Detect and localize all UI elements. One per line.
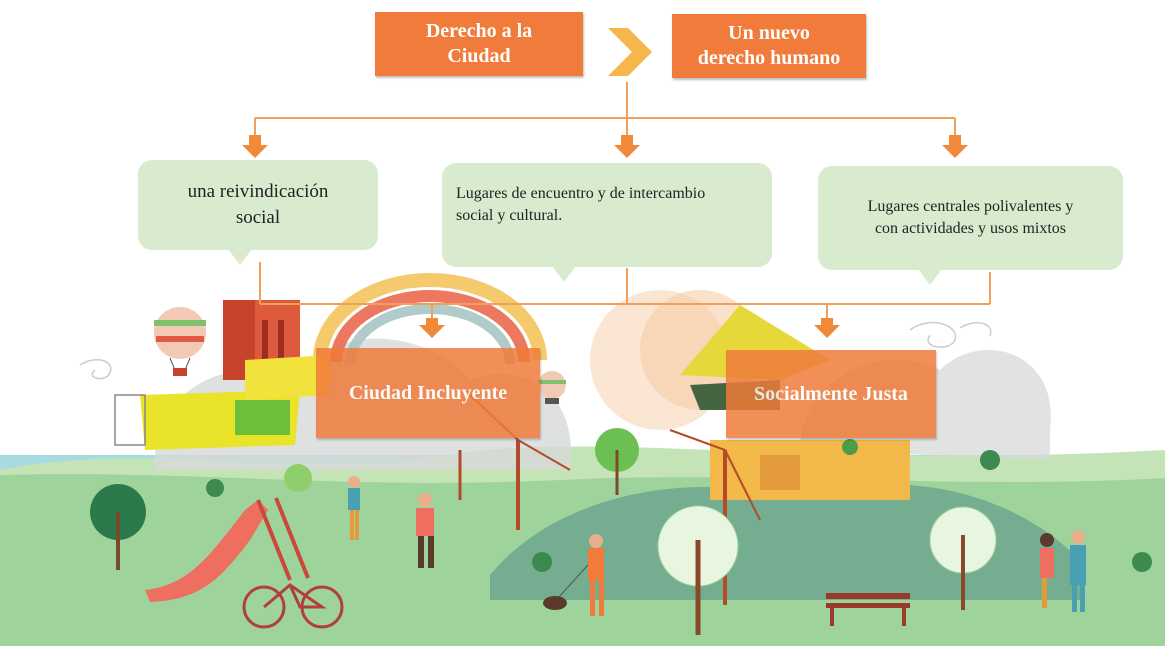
bubble-lugares-encuentro-text: Lugares de encuentro y de intercambio so…: [456, 185, 706, 224]
bubble-reivindicacion-text: una reivindicación social: [187, 181, 329, 228]
bicycle-icon: [242, 583, 344, 629]
bubble-lugares-encuentro: Lugares de encuentro y de intercambio so…: [442, 163, 772, 282]
bubble-tail: [918, 269, 942, 285]
tree-light-center: [657, 505, 739, 635]
ciudad-incluyente-label: Ciudad Incluyente: [348, 381, 508, 404]
chevron-right-icon: [608, 28, 652, 76]
nuevo-derecho-box: Un nuevo derecho humano: [672, 14, 866, 78]
socialmente-justa-label: Socialmente Justa: [754, 382, 908, 405]
bubble-reivindicacion: una reivindicación social: [138, 160, 378, 265]
rainbow-arc: [313, 273, 547, 365]
derecho-ciudad-label: Derecho a la Ciudad: [425, 20, 533, 67]
derecho-ciudad-box: Derecho a la Ciudad: [375, 12, 583, 76]
small-plant-icons: [206, 450, 1152, 572]
tree-light-right: [929, 506, 997, 610]
yellow-building: [114, 355, 330, 450]
bubble-tail: [228, 249, 252, 265]
tree-dark-left: [90, 484, 146, 570]
connector-lines: [254, 82, 991, 318]
tree-small-mid: [595, 428, 639, 495]
bench-icon: [826, 593, 910, 626]
nuevo-derecho-label: Un nuevo derecho humano: [697, 22, 841, 69]
slide: [145, 497, 310, 602]
ciudad-incluyente-box: Ciudad Incluyente: [316, 348, 540, 438]
hot-air-balloon-left: [154, 307, 206, 376]
person-figures: [348, 476, 1086, 616]
socialmente-justa-box: Socialmente Justa: [726, 350, 936, 438]
bubble-lugares-centrales-text: Lugares centrales polivalentes y con act…: [867, 198, 1074, 237]
down-arrows: [242, 135, 968, 338]
hot-air-balloon-mid: [538, 371, 566, 404]
bubble-lugares-centrales: Lugares centrales polivalentes y con act…: [818, 166, 1123, 285]
bubble-tail: [552, 266, 576, 282]
